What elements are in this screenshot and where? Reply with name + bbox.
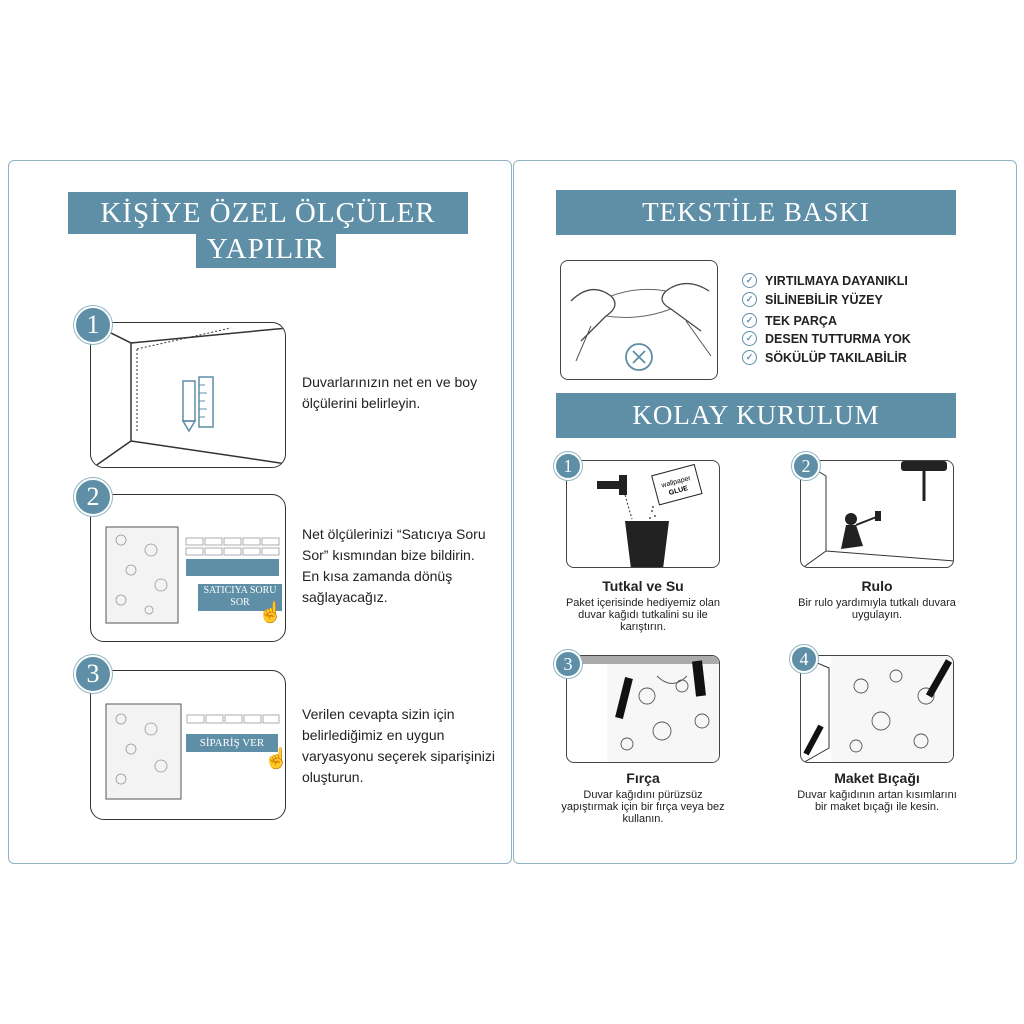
utility-knife-illustration [801,656,953,762]
install-step-2-card [800,460,954,568]
install-step-4-badge: 4 [790,645,818,673]
feature-item: ✓SÖKÜLÜP TAKILABİLİR [742,350,907,365]
step-3-badge: 3 [74,655,112,693]
wallpaper-preview [105,526,280,624]
left-title-banner: KİŞİYE ÖZEL ÖLÇÜLER [68,192,468,234]
hands-pulling-fabric-illustration [570,282,712,371]
step-1-badge: 1 [74,306,112,344]
tear-resistance-card [560,260,718,380]
pointer-hand-icon: ☝ [258,602,283,624]
step-1-card [90,322,286,468]
install-step-3-card [566,655,720,763]
install-step-4-title: Maket Bıçağı [834,770,920,786]
left-title-line1: KİŞİYE ÖZEL ÖLÇÜLER [100,197,436,229]
check-circle-icon: ✓ [742,273,757,288]
textile-print-title: TEKSTİLE BASKI [642,197,870,227]
easy-install-title: KOLAY KURULUM [632,400,880,430]
x-circle-icon [625,343,653,371]
brush-illustration [567,656,719,762]
feature-item: ✓DESEN TUTTURMA YOK [742,331,911,346]
install-step-3-badge: 3 [554,650,582,678]
install-step-1-badge: 1 [554,452,582,480]
pointer-hand-icon-2: ☝ [264,748,289,770]
feature-item: ✓TEK PARÇA [742,313,837,328]
install-step-4-card [800,655,954,763]
tap-and-glue-illustration: wallpaper GLUE [597,463,703,567]
place-order-button[interactable]: SİPARİŞ VER [186,734,278,752]
feature-item: ✓SİLİNEBİLİR YÜZEY [742,292,883,307]
left-title-line2: YAPILIR [206,233,326,265]
check-circle-icon: ✓ [742,331,757,346]
check-circle-icon: ✓ [742,313,757,328]
check-circle-icon: ✓ [742,292,757,307]
roller-illustration [801,461,953,567]
install-step-2-title: Rulo [861,578,893,594]
step-2-card [90,494,286,642]
pencil-ruler-icon [181,376,214,433]
install-step-2-badge: 2 [792,452,820,480]
easy-install-banner: KOLAY KURULUM [556,393,956,438]
install-step-1-title: Tutkal ve Su [602,578,684,594]
install-step-3-title: Fırça [626,770,660,786]
check-circle-icon: ✓ [742,350,757,365]
feature-item: ✓YIRTILMAYA DAYANIKLI [742,273,908,288]
wallpaper-preview-2 [105,703,280,800]
textile-print-banner: TEKSTİLE BASKI [556,190,956,235]
left-title-banner-2: YAPILIR [196,230,336,268]
install-step-1-card: wallpaper GLUE [566,460,720,568]
room-corner-illustration [91,323,285,467]
step-2-badge: 2 [74,478,112,516]
svg-text:GLUE: GLUE [668,485,689,497]
